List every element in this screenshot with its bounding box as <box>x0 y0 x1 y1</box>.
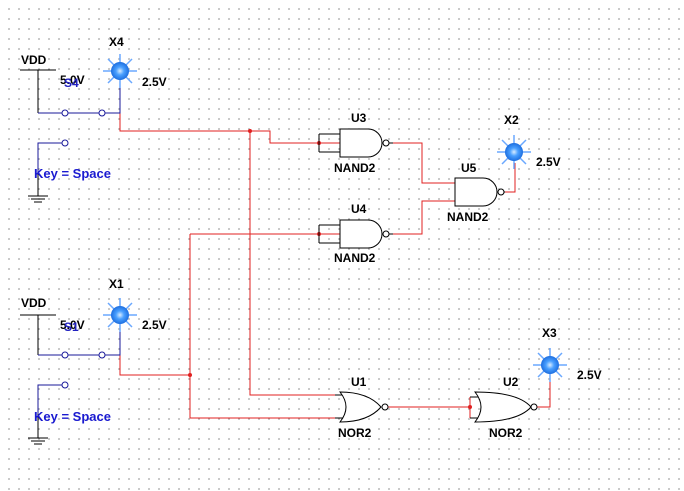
switch-top[interactable]: Key = Space <box>34 85 121 196</box>
gate-u4-ref: U4 <box>351 202 367 216</box>
wires <box>119 85 551 419</box>
gate-u3-ref: U3 <box>351 111 367 125</box>
probe-x3[interactable]: X3 2.5V <box>533 326 602 382</box>
probe-x2[interactable]: X2 2.5V <box>497 113 561 169</box>
probe-x4-name: X4 <box>109 35 124 49</box>
ground-top <box>28 195 48 203</box>
vdd-value-bottom: 5.0V <box>60 318 85 332</box>
gate-u4-nand2[interactable]: U4 NAND2 <box>318 202 393 265</box>
gate-u2-ref: U2 <box>503 375 519 389</box>
key-label-bottom: Key = Space <box>34 409 111 424</box>
ground-bottom <box>28 437 48 445</box>
switch-name-bottom: S1 <box>64 320 79 334</box>
gate-u1-ref: U1 <box>351 375 367 389</box>
probe-x3-voltage: 2.5V <box>577 368 602 382</box>
switch-bottom[interactable]: Key = Space <box>34 330 121 438</box>
gate-u1-type: NOR2 <box>338 426 372 440</box>
vdd-label-top: VDD <box>21 53 47 67</box>
gate-u5-ref: U5 <box>461 161 477 175</box>
probe-x2-name: X2 <box>504 113 519 127</box>
key-label-top: Key = Space <box>34 166 111 181</box>
vdd-source-bottom: VDD 5.0V S1 <box>20 296 85 355</box>
vdd-label-bottom: VDD <box>21 296 47 310</box>
probe-x3-name: X3 <box>542 326 557 340</box>
probe-x1[interactable]: X1 2.5V <box>103 277 167 332</box>
switch-name-top: S4 <box>64 76 79 90</box>
gate-u4-type: NAND2 <box>334 251 376 265</box>
gate-u5-type: NAND2 <box>447 210 489 224</box>
probe-x1-voltage: 2.5V <box>142 318 167 332</box>
gate-u3-type: NAND2 <box>334 161 376 175</box>
probe-x1-name: X1 <box>109 277 124 291</box>
vdd-value-top: 5.0V <box>60 73 85 87</box>
gate-u2-nor2[interactable]: U2 NOR2 <box>470 375 538 440</box>
probe-x4-voltage: 2.5V <box>142 75 167 89</box>
vdd-source-top: VDD 5.0V S4 <box>20 53 85 113</box>
gate-u3-nand2[interactable]: U3 NAND2 <box>318 111 393 175</box>
probe-x2-voltage: 2.5V <box>536 155 561 169</box>
gate-u2-type: NOR2 <box>489 426 523 440</box>
probe-x4[interactable]: X4 2.5V <box>103 35 167 89</box>
gate-u5-nand2[interactable]: U5 NAND2 <box>447 161 505 224</box>
gate-u1-nor2[interactable]: U1 NOR2 <box>335 375 389 440</box>
